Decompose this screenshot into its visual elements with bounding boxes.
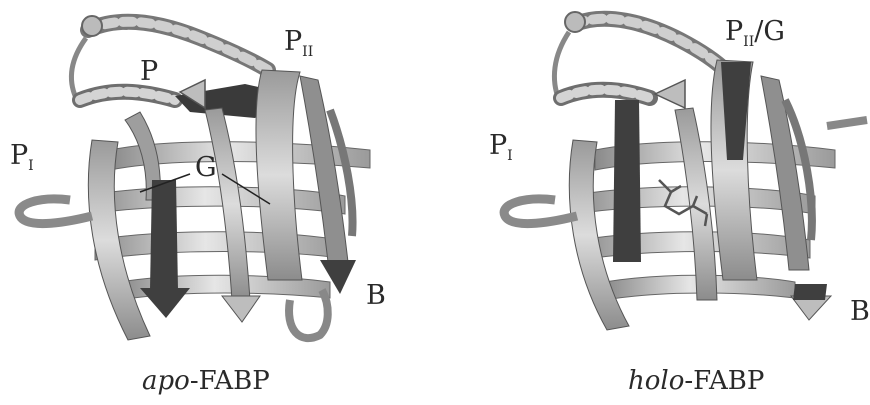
apo-label-p-two: PII <box>284 28 313 59</box>
apo-label-p: P <box>140 58 158 85</box>
apo-helix-one <box>82 16 268 70</box>
holo-label-p-one: PI <box>489 132 513 163</box>
holo-fabp-panel: PII/G PI B holo-FABP <box>435 0 870 405</box>
apo-fabp-panel: P PII PI G B apo-FABP <box>0 0 435 405</box>
apo-helix-two <box>80 92 175 100</box>
apo-fabp-ribbon-structure <box>0 0 435 405</box>
holo-strand-arrow-head <box>655 80 685 108</box>
apo-label-g: G <box>195 154 217 181</box>
apo-loop-pi <box>19 199 92 224</box>
apo-label-b: B <box>366 282 386 309</box>
holo-fabp-caption: holo-FABP <box>628 368 764 394</box>
apo-fabp-caption: apo-FABP <box>142 368 270 394</box>
holo-loop-pi <box>504 199 577 224</box>
apo-label-p-one: PI <box>10 142 34 173</box>
apo-loop <box>71 38 86 98</box>
holo-label-p-two-g: PII/G <box>725 18 785 49</box>
holo-label-b: B <box>850 298 870 325</box>
holo-helix-one <box>565 12 727 72</box>
holo-helix-two <box>561 90 650 98</box>
holo-fabp-ribbon-structure <box>435 0 870 405</box>
holo-barrel <box>569 60 867 330</box>
